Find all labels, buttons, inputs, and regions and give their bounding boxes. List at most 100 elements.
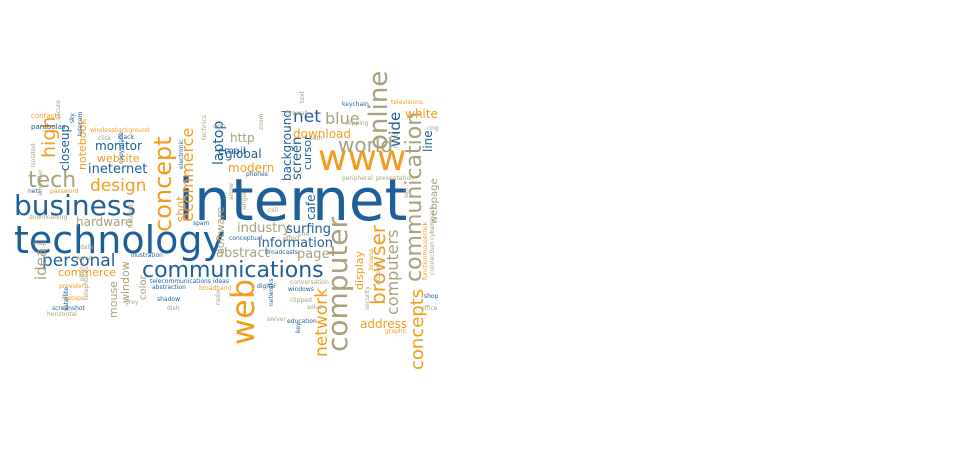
word-conceptual: conceptual [229,235,262,242]
word-secure: secure [55,100,62,120]
word-password: password [50,188,79,195]
word-dish: dish [167,305,180,312]
word-world: world [338,133,393,157]
word-firewall: firewall [286,110,308,117]
word-wide: wide [386,112,404,147]
word-keychain: keychain [342,101,369,108]
word-radio: radio [215,289,222,305]
word-provider: provider [59,283,85,290]
word-cafe: cafe [304,194,318,220]
word-text: text [299,91,306,103]
word-idea: idea [32,248,50,280]
word-color: color [138,274,149,300]
word-technics: technics [201,115,208,140]
word-ring: ring [427,125,439,132]
word-online: online [364,71,394,150]
word-ineternet: ineternet [88,162,147,177]
word-line: line [421,130,435,152]
word-screenshot: screenshot [52,305,86,312]
word-address: address [360,317,407,331]
word-background: background [280,110,294,181]
word-technology: technology [14,218,225,262]
word-download: download [293,127,351,141]
word-conversation: conversation [290,279,329,286]
word-wirelessbackground: wirelessbackground [90,127,150,134]
word-one: one [298,231,309,238]
word-mouse: mouse [107,281,120,318]
word-security: security [364,286,371,310]
word-browse: browse [368,248,375,270]
word-illustration: illustration [131,252,163,259]
word-closeup: closeup [58,125,72,171]
word-email: email [218,146,246,157]
word-net: net [293,107,321,127]
word-graphic: graphic [385,328,408,335]
word-modern: modern [228,161,274,175]
word-personal: personal [42,251,115,271]
word-key: key [295,322,302,333]
word-solve: solve [307,304,323,311]
word-communications: communications [142,258,324,283]
word-ideas: ideas [213,278,229,285]
word-clipping: clipping [345,120,369,127]
word-concepts: concepts [407,289,428,370]
word-amplifier: amplifier [37,169,44,196]
word-industry: industry [237,221,291,236]
word-telecom: telecom [77,112,84,136]
word-data: data [80,244,94,251]
word-shop: shop [424,293,439,300]
word-wave: wave [76,255,92,262]
word-information: information [258,236,333,251]
word-tech: tech [28,168,76,193]
word-televisions: televisions [391,99,423,106]
word-nets: nets [28,188,41,195]
word-surfing: surfing [286,222,331,237]
word-hand: hand [393,133,400,148]
word-horizontal: horizontal [47,311,77,318]
word-computer: computer [321,216,354,352]
word-network: network [312,288,332,357]
word-phone: phone [79,262,86,281]
word-monitor: monitor [95,139,142,153]
word-spam: spam [193,220,210,227]
word-phones: phones [246,171,268,178]
word-windows: windows [288,286,314,293]
word-page: page [297,247,329,262]
word-broadband: broadband [199,285,232,292]
word-laptops: laptops [62,295,84,302]
word-browser: browser [366,224,390,305]
word-isolated: isolated [30,143,37,167]
word-black: black [118,134,134,141]
word-zoom: zoom [258,114,265,130]
word-concept: concept [149,136,177,232]
word-software: software [214,207,227,254]
word-map: map [33,240,47,247]
word-satellite: satellite [63,287,70,311]
word-grey: grey [125,299,139,306]
word-abstraction: abstraction [152,284,186,291]
word-high: high [38,117,60,158]
word-education: education [287,318,317,325]
word-telephones: telephones [83,267,90,300]
word-futuristic: futuristic [128,201,135,228]
word-screen: screen [290,137,305,180]
word-cursor: cursor [301,135,314,170]
word-global: global [225,147,262,161]
word-connection-cyberspace: connection cyberspace [429,205,436,275]
word-website: website [97,152,140,165]
word-digital: digital [257,283,276,290]
word-downloading: downloading [29,214,67,221]
word-internet: internet [178,166,407,234]
word-cell: cell [268,207,279,214]
word-webpage: webpage [429,178,440,224]
word-display: display [353,250,366,290]
word-blue: blue [325,109,360,128]
word-abstract: abstract [216,246,270,261]
word-sky: sky [69,113,76,123]
word-broadcasts: broadcasts [265,249,298,256]
word-design: design [90,176,146,196]
word-window: window [119,261,132,303]
word-http: http [230,131,255,145]
